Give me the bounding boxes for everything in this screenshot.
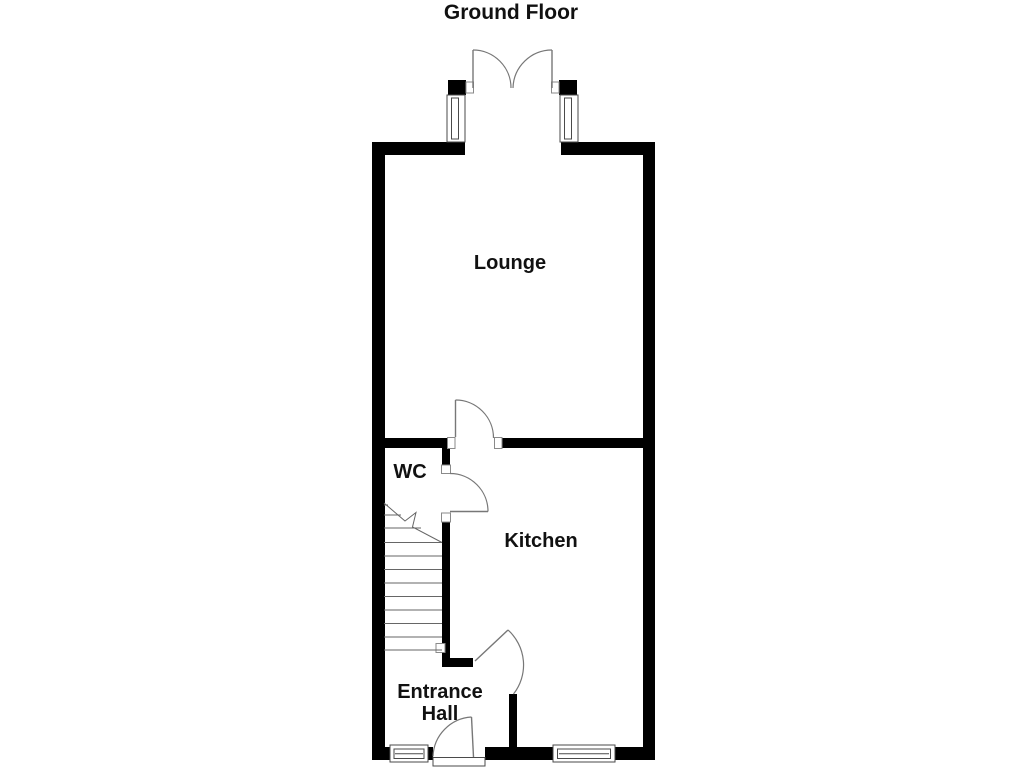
interior-walls xyxy=(384,438,643,747)
front-door-threshold xyxy=(432,757,486,767)
stair-break-line xyxy=(383,502,443,543)
kitchen-hall-door xyxy=(474,629,525,695)
exterior-walls xyxy=(372,80,655,760)
window-bottom-right xyxy=(552,744,616,763)
room-label-wc: WC xyxy=(393,461,427,483)
room-label-kitchen: Kitchen xyxy=(504,530,578,552)
wc-door xyxy=(449,472,489,513)
front-door xyxy=(432,716,475,758)
staircase xyxy=(383,502,443,651)
page-title: Ground Floor xyxy=(443,1,579,24)
lounge-kitchen-door xyxy=(454,399,495,439)
room-label-lounge: Lounge xyxy=(473,252,547,274)
window-top-left xyxy=(446,94,466,143)
french-doors xyxy=(472,49,553,89)
room-label-entrance-hall: Entrance Hall xyxy=(397,681,483,725)
window-top-right xyxy=(559,94,579,143)
window-bottom-left xyxy=(389,744,429,763)
door-jambs xyxy=(435,81,560,653)
